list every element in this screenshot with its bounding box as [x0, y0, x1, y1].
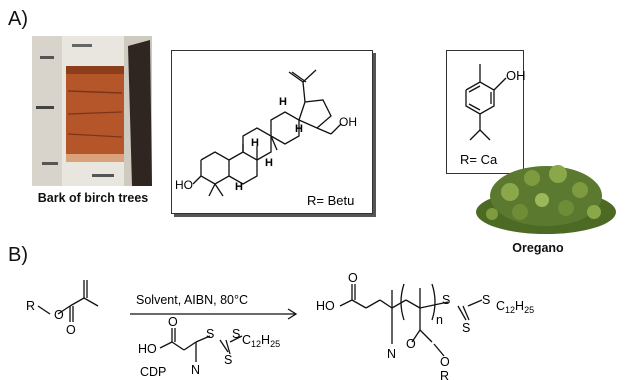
betulin-structure-box	[171, 50, 373, 214]
product-r: R	[440, 369, 449, 380]
product-s2: S	[462, 321, 470, 335]
monomer-r: R	[26, 299, 35, 313]
betulin-h3: H	[251, 137, 259, 149]
panel-a-label: A)	[8, 8, 28, 30]
carvacrol-r-label: R= Ca	[460, 152, 498, 167]
birch-caption: Bark of birch trees	[37, 191, 149, 205]
product-o2: O	[406, 337, 416, 351]
cdp-s3: S	[232, 327, 240, 341]
product-o3: O	[440, 355, 450, 369]
monomer-o1: O	[54, 308, 64, 322]
betulin-h5: H	[235, 181, 243, 193]
betulin-structure: HO OH H H H H H R= Betu	[175, 69, 357, 208]
betulin-h2: H	[295, 123, 303, 135]
carvacrol-oh: OH	[506, 68, 526, 83]
betulin-h4: H	[265, 157, 273, 169]
raft-polymerization-scheme: O O R Solvent, AIBN, 80°C HO O N S S S C…	[26, 271, 534, 380]
carvacrol-structure: OH R= Ca	[460, 64, 526, 167]
cdp-name: CDP	[140, 365, 166, 379]
cdp-s1: S	[206, 327, 214, 341]
cdp-ho: HO	[138, 342, 157, 356]
betulin-r-label: R= Betu	[307, 193, 354, 208]
product-o1: O	[348, 271, 358, 285]
product-c12h25: C12H25	[496, 299, 534, 315]
betulin-h1: H	[279, 96, 287, 108]
oregano-caption: Oregano	[512, 241, 564, 255]
cdp-s2: S	[224, 353, 232, 367]
product-n-subscript: n	[436, 313, 443, 327]
oregano-image	[476, 165, 616, 234]
product-n: N	[387, 347, 396, 361]
cdp-n: N	[191, 363, 200, 377]
reaction-conditions: Solvent, AIBN, 80°C	[136, 293, 248, 307]
cdp-c12h25: C12H25	[242, 333, 280, 349]
product-ho: HO	[316, 299, 335, 313]
carvacrol-structure-box	[446, 50, 524, 174]
product-s3: S	[482, 293, 490, 307]
monomer-o2: O	[66, 323, 76, 337]
panel-b-label: B)	[8, 244, 28, 266]
birch-bark-image	[32, 36, 152, 186]
betulin-ho: HO	[175, 178, 193, 192]
cdp-o: O	[168, 315, 178, 329]
product-s1: S	[442, 293, 450, 307]
betulin-oh: OH	[339, 115, 357, 129]
